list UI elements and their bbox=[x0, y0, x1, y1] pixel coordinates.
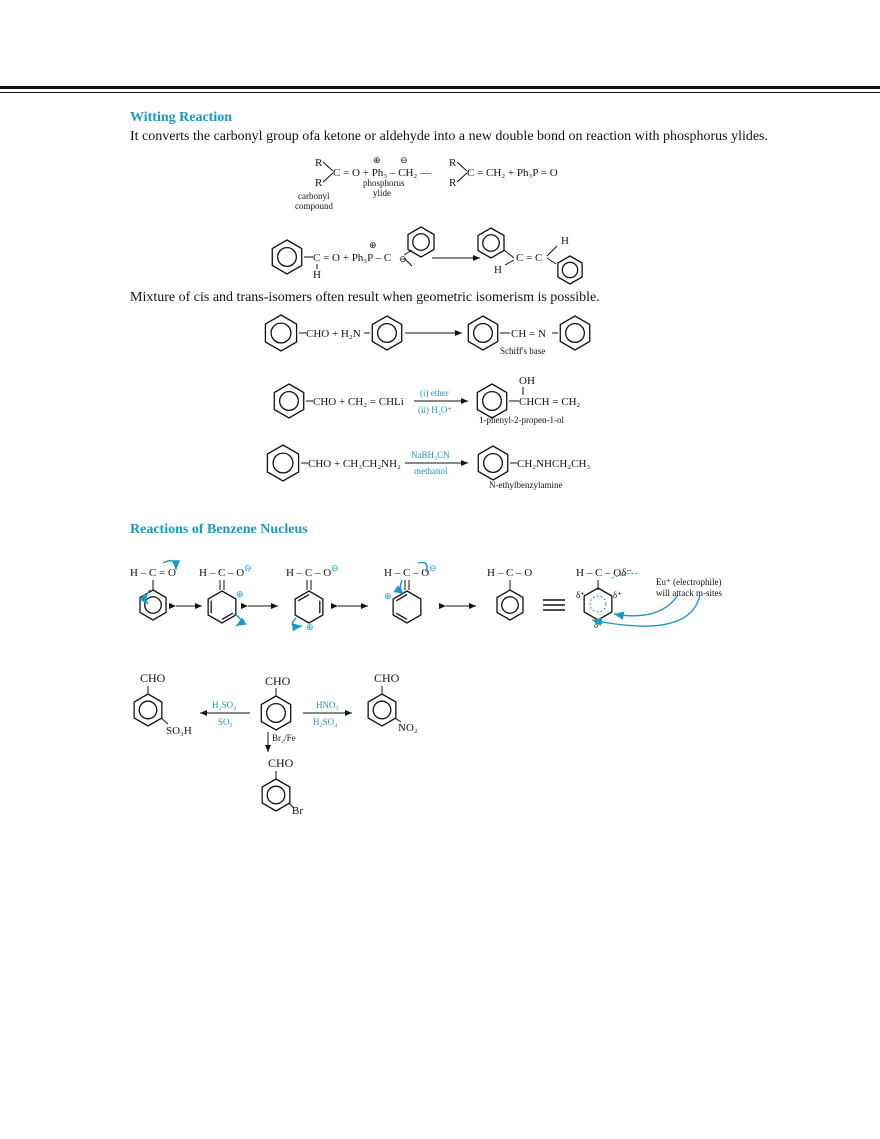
benzene-ring bbox=[407, 226, 435, 258]
resonance-structure-1-label: H – C = O bbox=[130, 567, 176, 579]
resonance-structure-6-label: H – C – Oδ⁻ bbox=[576, 567, 632, 579]
r-group-bottom: R bbox=[315, 177, 323, 189]
cyclohexadiene-ring bbox=[392, 590, 422, 624]
benzene-ring bbox=[467, 315, 499, 351]
hybrid-ring bbox=[583, 587, 613, 621]
benzene-ring bbox=[261, 778, 291, 812]
h-label-product-2: H bbox=[561, 235, 569, 247]
minus-charge-4: ⊖ bbox=[429, 563, 437, 573]
resonance-structure-4-label: H – C – O bbox=[384, 567, 429, 579]
cyclohexadiene-ring bbox=[207, 590, 237, 624]
reagent-so3: SO₃ bbox=[218, 717, 233, 727]
oh-group: OH bbox=[519, 375, 535, 387]
schiff-product: CH = N bbox=[511, 328, 546, 340]
benzene-ring bbox=[367, 693, 397, 727]
benzene-ring bbox=[271, 239, 303, 275]
label-ylide: ylide bbox=[373, 188, 391, 198]
reductive-amination-equation: CHO + CH₃CH₂NH₂ NaBH₃CN methanol CH₂NHCH… bbox=[266, 444, 590, 490]
witting-intro: It converts the carbonyl group ofa keton… bbox=[130, 129, 769, 144]
benzene-ring bbox=[496, 589, 524, 621]
reagent-ether: (i) ether bbox=[420, 388, 449, 398]
minus-charge-2: ⊖ bbox=[244, 563, 252, 573]
label-carbonyl: carbonyl bbox=[298, 191, 330, 201]
benzene-ring bbox=[559, 315, 591, 351]
witting-example-product: C = C bbox=[516, 252, 542, 264]
reductive-reactant: CHO + CH₃CH₂NH₂ bbox=[308, 458, 401, 470]
top-rule-thick bbox=[0, 86, 880, 89]
br-group: Br bbox=[292, 805, 303, 817]
electrophile-note-1: Eu⁺ (electrophile) bbox=[656, 577, 721, 587]
benzene-ring bbox=[273, 383, 305, 419]
reagent-nabh3cn: NaBH₃CN bbox=[411, 450, 450, 460]
benzene-ring bbox=[133, 693, 163, 727]
benzene-ring bbox=[266, 444, 300, 482]
organolithium-label: 1-phenyl-2-propen-1-ol bbox=[479, 415, 564, 425]
minus-charge: ⊖ bbox=[400, 155, 408, 165]
electrophile-note-2: will attack m-sites bbox=[656, 588, 722, 598]
reagent-br2-fe: Br₂/Fe bbox=[272, 733, 296, 743]
reagent-hno3: HNO₃ bbox=[316, 700, 339, 710]
benzene-ring bbox=[557, 255, 583, 285]
witting-example-equation: C = O + Ph₃P – C ⊕ ⊖ H H C = C H bbox=[271, 226, 583, 285]
schiff-base-equation: CHO + H₂N CH = N Schiff's base bbox=[264, 314, 591, 356]
benzene-ring bbox=[260, 695, 292, 731]
resonance-structure-3-label: H – C – O bbox=[286, 567, 331, 579]
resonance-structure-2-label: H – C – O bbox=[199, 567, 244, 579]
r-group-top: R bbox=[315, 157, 323, 169]
reductive-product: CH₂NHCH₂CH₃ bbox=[517, 458, 590, 470]
h-label-product-1: H bbox=[494, 264, 502, 276]
benzene-ring bbox=[264, 314, 298, 352]
benzene-ring bbox=[477, 445, 509, 481]
resonance-structures: H – C = O H – C – O ⊖ ⊕ H – C – O ⊖ ⊕ H … bbox=[130, 560, 722, 632]
organolithium-product: CHCH = CH₂ bbox=[519, 396, 581, 408]
benzene-ring bbox=[139, 589, 167, 621]
plus-charge: ⊕ bbox=[373, 155, 381, 165]
top-rule-thin bbox=[0, 92, 880, 93]
substitution-reactions: CHO H₂SO₄ SO₃ CHO SO₃H HNO₃ H₂SO₄ CHO NO… bbox=[133, 671, 418, 817]
cho-left: CHO bbox=[140, 671, 166, 685]
plus-charge-3: ⊕ bbox=[306, 622, 314, 632]
organolithium-reactant: CHO + CH₂ = CHLi bbox=[313, 396, 404, 408]
benzene-ring bbox=[371, 315, 403, 351]
r-group-bottom-product: R bbox=[449, 177, 457, 189]
reagent-methanol: methanol bbox=[414, 466, 448, 476]
plus-charge-2: ⊕ bbox=[236, 589, 244, 599]
so3h-group: SO₃H bbox=[166, 725, 192, 737]
resonance-structure-5-label: H – C – O bbox=[487, 567, 532, 579]
reagent-h2so4-right: H₂SO₄ bbox=[313, 717, 337, 727]
benzene-ring bbox=[477, 227, 505, 259]
benzene-heading: Reactions of Benzene Nucleus bbox=[130, 522, 308, 537]
witting-heading: Witting Reaction bbox=[130, 110, 233, 125]
cho-bottom: CHO bbox=[268, 756, 294, 770]
h-label-example: H bbox=[313, 269, 321, 281]
reductive-label: N-ethylbenzylamine bbox=[489, 480, 562, 490]
witting-general-reactant: C = O + Ph₃ – CH₂ — bbox=[333, 167, 432, 179]
no2-group: NO₂ bbox=[398, 722, 418, 734]
delta-plus-1: δ⁺ bbox=[576, 590, 585, 600]
witting-example-reactant: C = O + Ph₃P – C bbox=[313, 252, 391, 264]
witting-general-product: C = CH₂ + Ph₃P = O bbox=[467, 167, 558, 179]
cis-trans-note: Mixture of cis and trans-isomers often r… bbox=[130, 290, 600, 305]
witting-general-equation: R R C = O + Ph₃ – CH₂ — ⊕ ⊖ carbonyl com… bbox=[295, 155, 558, 211]
label-phosphorus: phosphorus bbox=[363, 178, 405, 188]
schiff-reactant: CHO + H₂N bbox=[306, 328, 361, 340]
minus-charge-3: ⊖ bbox=[331, 563, 339, 573]
cho-center: CHO bbox=[265, 674, 291, 688]
r-group-top-product: R bbox=[449, 157, 457, 169]
minus-charge-example: ⊖ bbox=[399, 254, 407, 264]
schiff-label: Schiff's base bbox=[500, 346, 545, 356]
delta-plus-2: δ⁺ bbox=[613, 590, 622, 600]
reagent-h3o: (ii) H₃O⁺ bbox=[418, 405, 452, 415]
plus-charge-4: ⊕ bbox=[384, 591, 392, 601]
cho-right: CHO bbox=[374, 671, 400, 685]
benzene-ring bbox=[476, 383, 508, 419]
reagent-h2so4-left: H₂SO₄ bbox=[212, 700, 236, 710]
cyclohexadiene-ring bbox=[294, 590, 324, 624]
plus-charge-example: ⊕ bbox=[369, 240, 377, 250]
label-compound: compound bbox=[295, 201, 333, 211]
organolithium-equation: CHO + CH₂ = CHLi (i) ether (ii) H₃O⁺ OH … bbox=[273, 375, 581, 425]
